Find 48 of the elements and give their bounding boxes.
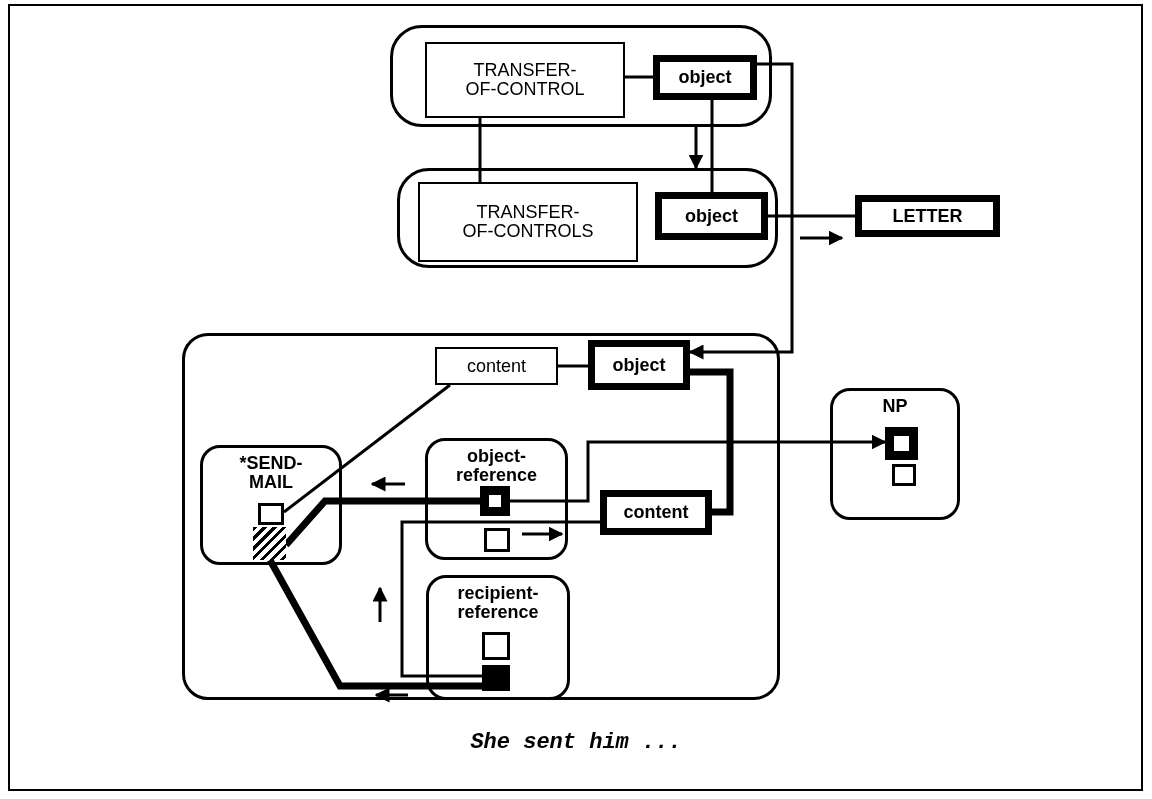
- connector-line: [625, 75, 653, 79]
- connector-line: [400, 520, 600, 678]
- frame-panel: [182, 333, 780, 700]
- slot-square: [885, 427, 918, 460]
- node-label: LETTER: [892, 206, 963, 226]
- slot-square: [892, 464, 916, 486]
- rounded-box: [425, 438, 568, 560]
- node-label: object: [612, 355, 666, 375]
- node-label: content: [466, 356, 526, 376]
- connector-line: [478, 118, 482, 182]
- rounded-box: [426, 575, 570, 700]
- node-label: NP: [882, 397, 908, 416]
- connector-line: [266, 558, 482, 690]
- slot-square: [258, 503, 284, 525]
- role-box: [655, 192, 768, 240]
- node-label: TRANSFER- OF-CONTROLS: [461, 203, 595, 241]
- arrow: [510, 434, 887, 503]
- rounded-box: [830, 388, 960, 520]
- concept-box: [435, 347, 558, 385]
- node-label: recipient- reference: [457, 584, 539, 622]
- node-label: object: [678, 68, 732, 87]
- arrow: [688, 62, 794, 360]
- rounded-box: [200, 445, 342, 565]
- concept-box: [418, 182, 638, 262]
- slot-square: [482, 665, 510, 691]
- role-box: [600, 490, 712, 535]
- arrow: [688, 127, 704, 170]
- node-label: *SEND- MAIL: [239, 454, 303, 492]
- concept-box: [425, 42, 625, 118]
- node-label: TRANSFER- OF-CONTROL: [464, 61, 586, 99]
- connector-line: [283, 383, 451, 514]
- connector-line: [768, 214, 855, 218]
- frame-band: [390, 25, 772, 127]
- role-box: [855, 195, 1000, 237]
- node-label: object: [685, 206, 738, 226]
- caption: She sent him ...: [470, 730, 682, 755]
- role-box: [588, 340, 690, 390]
- node-label: object- reference: [455, 447, 537, 485]
- connector-line: [690, 368, 734, 516]
- connector-line: [710, 100, 714, 192]
- slot-square: [484, 528, 510, 552]
- slot-square: [480, 486, 510, 516]
- slot-square: [482, 632, 510, 660]
- role-box: [653, 55, 757, 100]
- hatched-square: [253, 527, 286, 560]
- node-label: content: [623, 503, 689, 522]
- frame-band: [397, 168, 778, 268]
- connector-line: [558, 364, 588, 368]
